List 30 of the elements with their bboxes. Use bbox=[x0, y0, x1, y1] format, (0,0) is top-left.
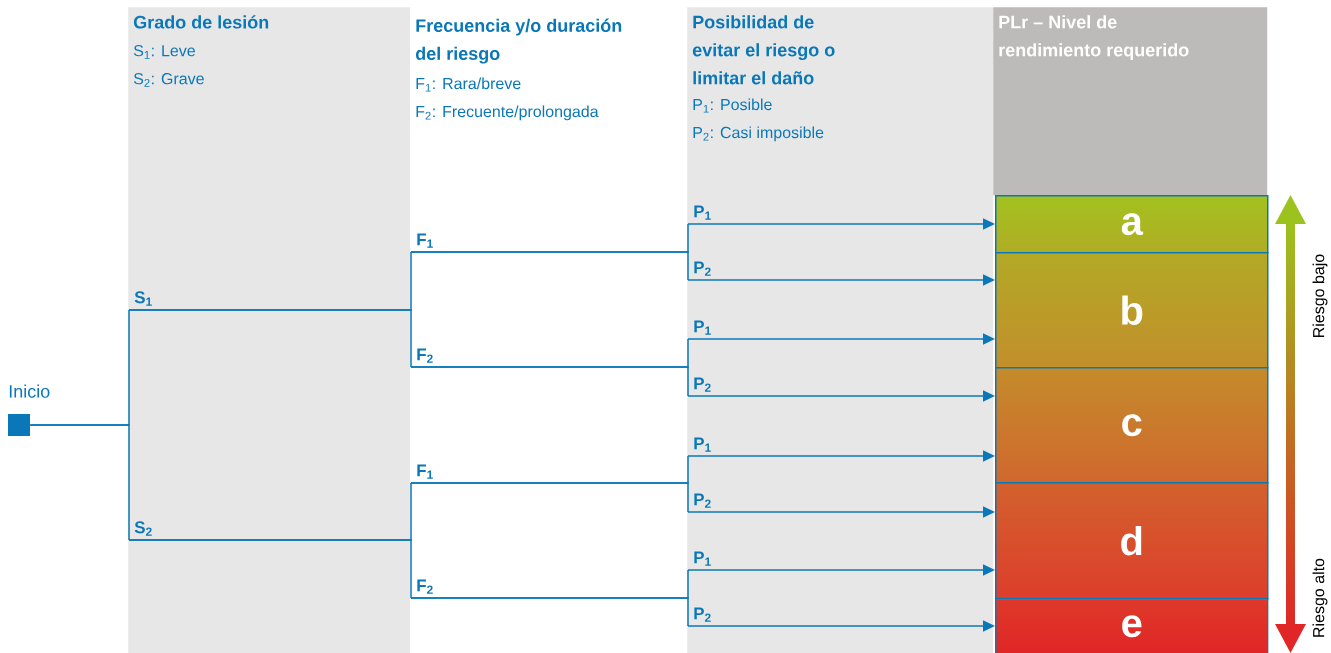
connector bbox=[410, 251, 689, 281]
branch-label: P$_{1}$ bbox=[694, 205, 711, 220]
branch-label: P$_{2}$ bbox=[694, 607, 711, 622]
branch-label: P$_{1}$ bbox=[694, 437, 711, 452]
column-heading: Frecuencia y/o duración del riesgo bbox=[415, 18, 622, 64]
branch-label: S$_{2}$ bbox=[134, 521, 152, 536]
connector bbox=[29, 424, 130, 541]
level-box: c bbox=[995, 367, 1269, 484]
connector bbox=[128, 309, 412, 368]
column-text: F$_{2}$: Frecuente/prolongada bbox=[416, 105, 599, 121]
connector bbox=[128, 539, 412, 599]
axis-label: Riesgo alto bbox=[1312, 558, 1328, 637]
level-box: a bbox=[995, 195, 1269, 254]
branch-label: P$_{2}$ bbox=[694, 377, 711, 392]
branch-label: P$_{2}$ bbox=[694, 493, 711, 508]
connector bbox=[410, 366, 689, 397]
branch-label: P$_{2}$ bbox=[694, 261, 711, 276]
branch-label: P$_{1}$ bbox=[694, 320, 711, 335]
header-band: PLr – Nivel de rendimiento requerido bbox=[993, 7, 1268, 196]
connector bbox=[410, 597, 689, 627]
column-text: F$_{1}$: Rara/breve bbox=[416, 77, 521, 92]
level-box: e bbox=[995, 598, 1269, 653]
connector bbox=[410, 482, 689, 513]
branch-label: F$_{2}$ bbox=[417, 348, 433, 363]
branch-label: P$_{1}$ bbox=[694, 551, 711, 566]
branch-label: F$_{1}$ bbox=[417, 233, 433, 248]
branch-label: F$_{2}$ bbox=[417, 579, 433, 594]
axis-label: Riesgo bajo bbox=[1312, 254, 1328, 337]
branch-label: S$_{1}$ bbox=[134, 291, 152, 306]
branch-label: F$_{1}$ bbox=[417, 464, 433, 479]
